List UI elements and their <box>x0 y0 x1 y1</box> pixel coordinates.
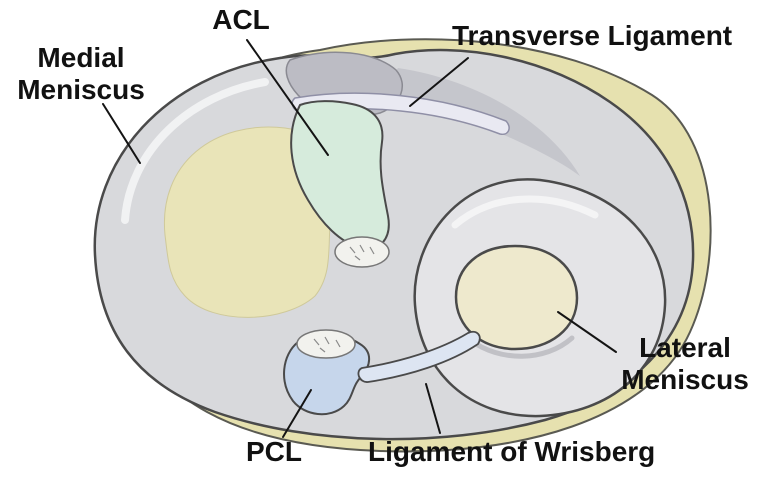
lateral-highlight <box>451 195 599 229</box>
leader-lines <box>102 39 617 438</box>
wrisberg-leader-line <box>425 383 441 434</box>
acl-footprint-stitches <box>349 244 375 261</box>
pcl-leader-line <box>282 389 312 438</box>
pcl-footprint <box>296 329 356 359</box>
label-transverse-ligament: Transverse Ligament <box>452 20 733 51</box>
wrisberg-ligament-shape <box>357 331 481 383</box>
label-ligament-of-wrisberg: Ligament of Wrisberg <box>368 436 656 467</box>
acl-footprint <box>334 236 390 268</box>
transverse-leader-line <box>409 57 469 107</box>
lateral-meniscus-shape <box>413 178 667 418</box>
label-lateral-meniscus: Lateral Meniscus <box>621 332 749 396</box>
medial-plateau-shape <box>163 126 338 318</box>
lateral-meniscus-leader-line <box>557 311 617 353</box>
acl-leader-line <box>246 39 329 156</box>
label-medial-meniscus: Medial Meniscus <box>17 42 145 106</box>
lateral-inner-shade <box>467 335 575 359</box>
label-acl: ACL <box>212 4 270 35</box>
pcl-footprint-stitches <box>313 336 341 353</box>
medial-highlight <box>121 78 269 224</box>
medial-meniscus-leader-line <box>102 103 141 164</box>
label-pcl: PCL <box>246 436 302 467</box>
